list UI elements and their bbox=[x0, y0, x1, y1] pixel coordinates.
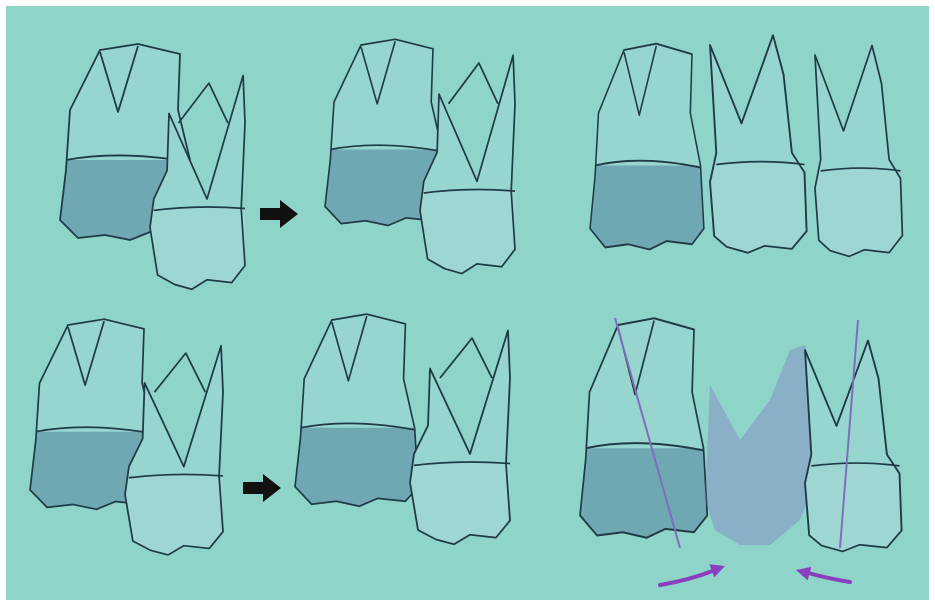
tooth-diagram: .root{fill:#97d5cf;}.crown{fill:#6fa8b2;… bbox=[0, 0, 935, 606]
diagram-board: .root{fill:#97d5cf;}.crown{fill:#6fa8b2;… bbox=[0, 0, 935, 606]
